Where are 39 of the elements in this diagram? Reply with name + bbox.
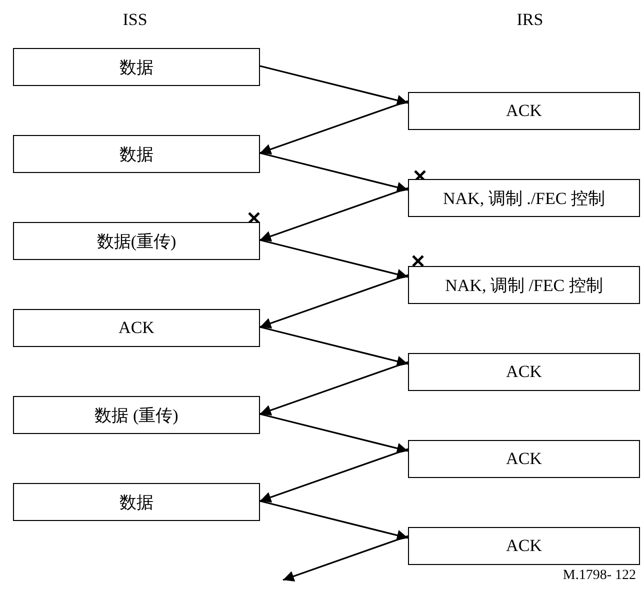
message-box xyxy=(13,222,260,260)
message-text: 数据(重传) xyxy=(96,230,176,252)
column-heading: IRS xyxy=(516,10,544,30)
message-text: ACK xyxy=(506,101,542,121)
message-box xyxy=(13,309,260,347)
arrow xyxy=(260,448,408,503)
message-text: 数据 (重传) xyxy=(94,404,178,426)
arrow xyxy=(260,100,408,155)
message-text: ACK xyxy=(118,318,154,338)
arrow xyxy=(260,413,408,454)
message-text: ACK xyxy=(506,536,542,556)
message-box xyxy=(13,396,260,434)
message-box xyxy=(13,483,260,521)
arrow xyxy=(260,187,408,242)
message-text: 数据 xyxy=(120,144,154,166)
message-box xyxy=(408,527,640,565)
message-text: NAK, 调制 ./FEC 控制 xyxy=(443,188,605,210)
arrow xyxy=(282,535,408,582)
message-text: 数据 xyxy=(120,56,154,78)
message-text: ACK xyxy=(506,362,542,382)
message-box xyxy=(408,353,640,391)
message-box xyxy=(408,266,640,304)
message-text: NAK, 调制 /FEC 控制 xyxy=(445,274,603,296)
message-text: 数据 xyxy=(120,492,154,514)
arrow xyxy=(260,274,408,329)
figure-id: M.1798- 122 xyxy=(562,568,636,584)
message-box xyxy=(13,48,260,86)
arrow xyxy=(260,500,408,541)
column-heading: ISS xyxy=(122,10,148,30)
arrow xyxy=(260,65,408,106)
message-box xyxy=(408,440,640,478)
arrow xyxy=(260,152,408,193)
arrow xyxy=(260,326,408,367)
message-box xyxy=(13,135,260,173)
arrow xyxy=(260,361,408,416)
message-box xyxy=(408,179,640,217)
message-box xyxy=(408,92,640,130)
arrow xyxy=(260,239,408,280)
message-text: ACK xyxy=(506,449,542,469)
